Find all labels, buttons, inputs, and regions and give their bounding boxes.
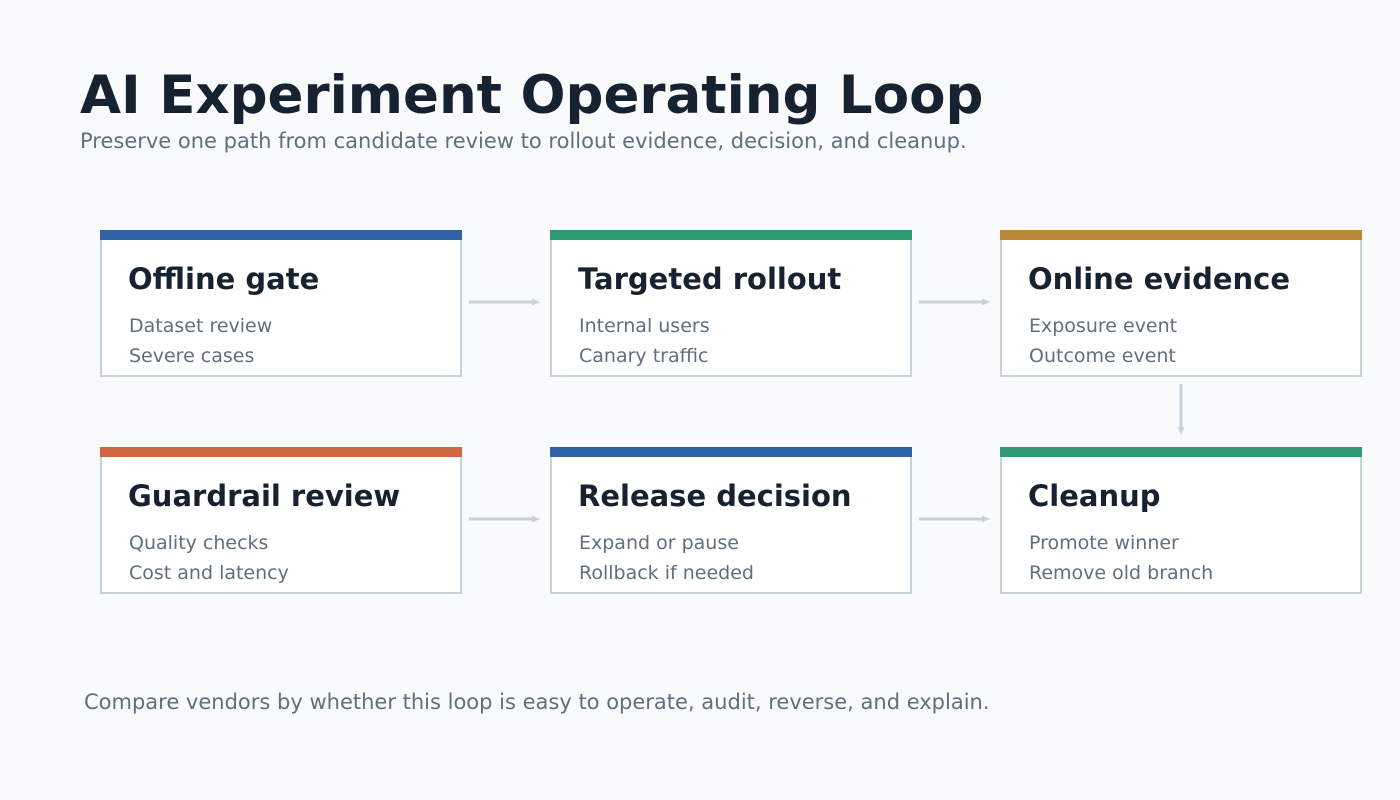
arrow-offline-to-rollout — [469, 298, 540, 306]
stage-detail: Quality checks — [129, 532, 269, 554]
stage-detail: Canary traffic — [579, 345, 709, 367]
stage-card-online-evidence: Online evidence Exposure event Outcome e… — [1000, 230, 1362, 377]
stage-detail: Severe cases — [129, 345, 255, 367]
stage-detail: Remove old branch — [1029, 562, 1214, 584]
arrow-rollout-to-evidence — [919, 298, 990, 306]
stage-title: Targeted rollout — [578, 262, 842, 296]
stage-accent-bar — [100, 447, 462, 457]
stage-detail: Outcome event — [1029, 345, 1176, 367]
footer-note: Compare vendors by whether this loop is … — [84, 690, 990, 714]
page-title: AI Experiment Operating Loop — [80, 65, 984, 126]
stage-detail: Internal users — [579, 315, 710, 337]
stage-accent-bar — [100, 230, 462, 240]
stage-card-offline-gate: Offline gate Dataset review Severe cases — [100, 230, 462, 377]
stage-detail: Expand or pause — [579, 532, 739, 554]
arrow-release-to-cleanup — [919, 515, 990, 523]
stage-card-release-decision: Release decision Expand or pause Rollbac… — [550, 447, 912, 594]
stage-title: Guardrail review — [128, 479, 401, 513]
stage-accent-bar — [550, 230, 912, 240]
stage-accent-bar — [1000, 230, 1362, 240]
stage-card-cleanup: Cleanup Promote winner Remove old branch — [1000, 447, 1362, 594]
stage-title: Online evidence — [1028, 262, 1291, 296]
stage-card-targeted-rollout: Targeted rollout Internal users Canary t… — [550, 230, 912, 377]
stage-detail: Dataset review — [129, 315, 273, 337]
arrow-guardrail-to-release — [469, 515, 540, 523]
stage-detail: Promote winner — [1029, 532, 1179, 554]
stage-detail: Cost and latency — [129, 562, 289, 584]
arrow-evidence-to-cleanup — [1177, 384, 1185, 435]
stage-detail: Exposure event — [1029, 315, 1178, 337]
stage-accent-bar — [1000, 447, 1362, 457]
stage-card-guardrail-review: Guardrail review Quality checks Cost and… — [100, 447, 462, 594]
stage-title: Offline gate — [128, 262, 320, 296]
stage-title: Release decision — [578, 479, 852, 513]
stage-title: Cleanup — [1028, 479, 1161, 513]
stage-detail: Rollback if needed — [579, 562, 754, 584]
page-subtitle: Preserve one path from candidate review … — [80, 129, 967, 153]
stage-accent-bar — [550, 447, 912, 457]
